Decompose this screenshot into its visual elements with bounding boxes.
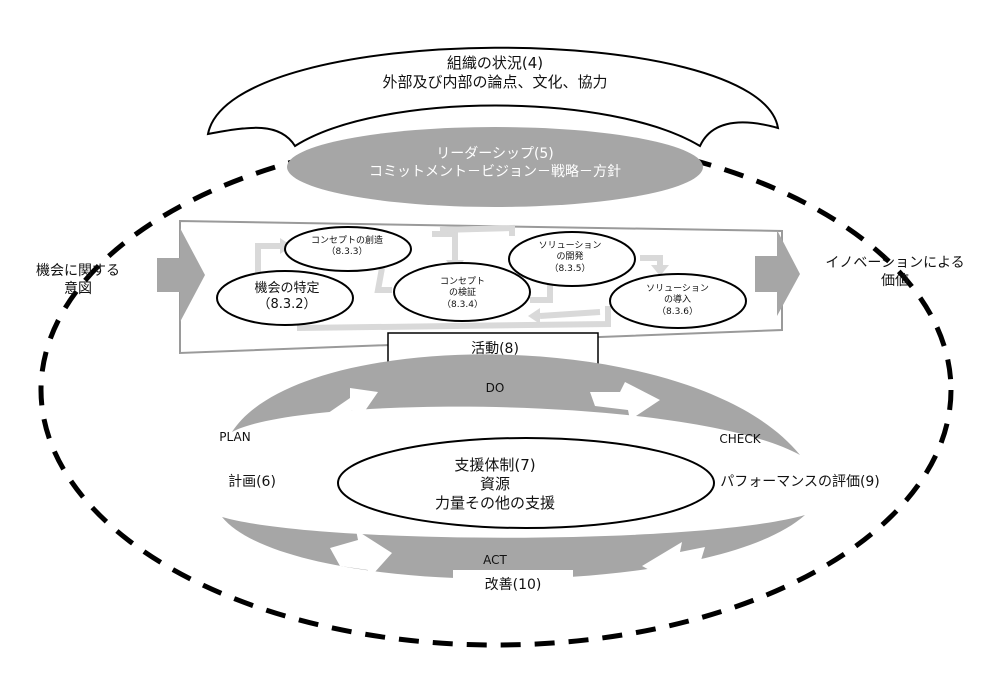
process-solution-deploy-ellipse: [609, 273, 747, 329]
leadership-ellipse: [287, 127, 703, 207]
process-solution-deploy-name2: の導入: [663, 295, 691, 306]
cycle-act-label: ACT: [483, 553, 507, 567]
input-line2: 意図: [64, 280, 92, 297]
improvement-box: [453, 570, 573, 598]
process-solution-deploy-name1: ソリューション: [646, 284, 709, 294]
context-subtitle: 外部及び内部の論点、文化、協力: [382, 72, 608, 91]
input-line1: 機会に関する: [36, 263, 120, 279]
process-solution-develop-name2: の開発: [556, 252, 584, 263]
leadership-title: リーダーシップ(5): [436, 146, 554, 162]
support-competence: 力量その他の支援: [434, 493, 555, 512]
support-title: 支援体制(7): [454, 456, 536, 474]
output-label: イノベーションによる 価値: [810, 255, 980, 290]
process-concept-validate-clause: （8.3.4）: [442, 299, 483, 310]
leadership-subtitle: コミットメント－ビジョン－戦略－方針: [369, 163, 621, 180]
process-concept-create-label: コンセプトの創造 （8.3.3）: [282, 236, 412, 259]
upper-cycle-band: [232, 354, 800, 455]
process-solution-deploy-clause: （8.3.6）: [657, 306, 698, 317]
process-concept-validate-name2: の検証: [448, 288, 476, 299]
process-concept-validate-label: コンセプト の検証 （8.3.4）: [395, 277, 530, 311]
context-label: 組織の状況(4) 外部及び内部の論点、文化、協力: [330, 54, 660, 92]
cycle-do-label: DO: [485, 381, 505, 395]
process-concept-validate-ellipse: [393, 262, 531, 322]
activities-label: 活動(8): [471, 341, 519, 357]
cycle-arrows: [318, 382, 705, 582]
process-solution-develop-label: ソリューション の開発 （8.3.5）: [505, 241, 635, 275]
context-arch: [206, 46, 780, 148]
input-label: 機会に関する 意図: [18, 263, 138, 298]
planning-label: 計画(6): [228, 474, 276, 490]
output-line2: 価値: [881, 272, 909, 289]
process-solution-develop-clause: （8.3.5）: [549, 263, 591, 274]
process-solution-develop-name1: ソリューション: [538, 241, 602, 251]
process-concept-create-clause: （8.3.3）: [326, 247, 368, 258]
input-arrow: [157, 228, 205, 322]
output-line1: イノベーションによる: [825, 255, 965, 271]
process-opportunity-label: 機会の特定 （8.3.2）: [222, 281, 352, 314]
process-solution-develop-ellipse: [508, 231, 636, 287]
support-ellipse: [337, 437, 715, 529]
process-solution-deploy-label: ソリューション の導入 （8.3.6）: [610, 284, 745, 318]
process-opportunity-clause: （8.3.2）: [257, 297, 317, 313]
cycle-check-label: CHECK: [719, 432, 761, 446]
improvement-label: 改善(10): [484, 577, 542, 593]
cycle-plan-label: PLAN: [219, 430, 251, 444]
context-title: 組織の状況(4): [446, 54, 544, 72]
process-opportunity-ellipse: [216, 270, 354, 326]
process-concept-create-ellipse: [284, 226, 412, 272]
support-resources: 資源: [479, 474, 510, 493]
support-label: 支援体制(7) 資源 力量その他の支援: [370, 456, 620, 512]
leadership-label: リーダーシップ(5) コミットメント－ビジョン－戦略－方針: [300, 146, 690, 181]
process-opportunity-name: 機会の特定: [254, 281, 320, 296]
process-concept-validate-name1: コンセプト: [439, 277, 485, 287]
process-concept-create-name: コンセプトの創造: [310, 236, 383, 246]
output-arrow: [755, 230, 800, 316]
performance-evaluation-label: パフォーマンスの評価(9): [720, 474, 880, 490]
